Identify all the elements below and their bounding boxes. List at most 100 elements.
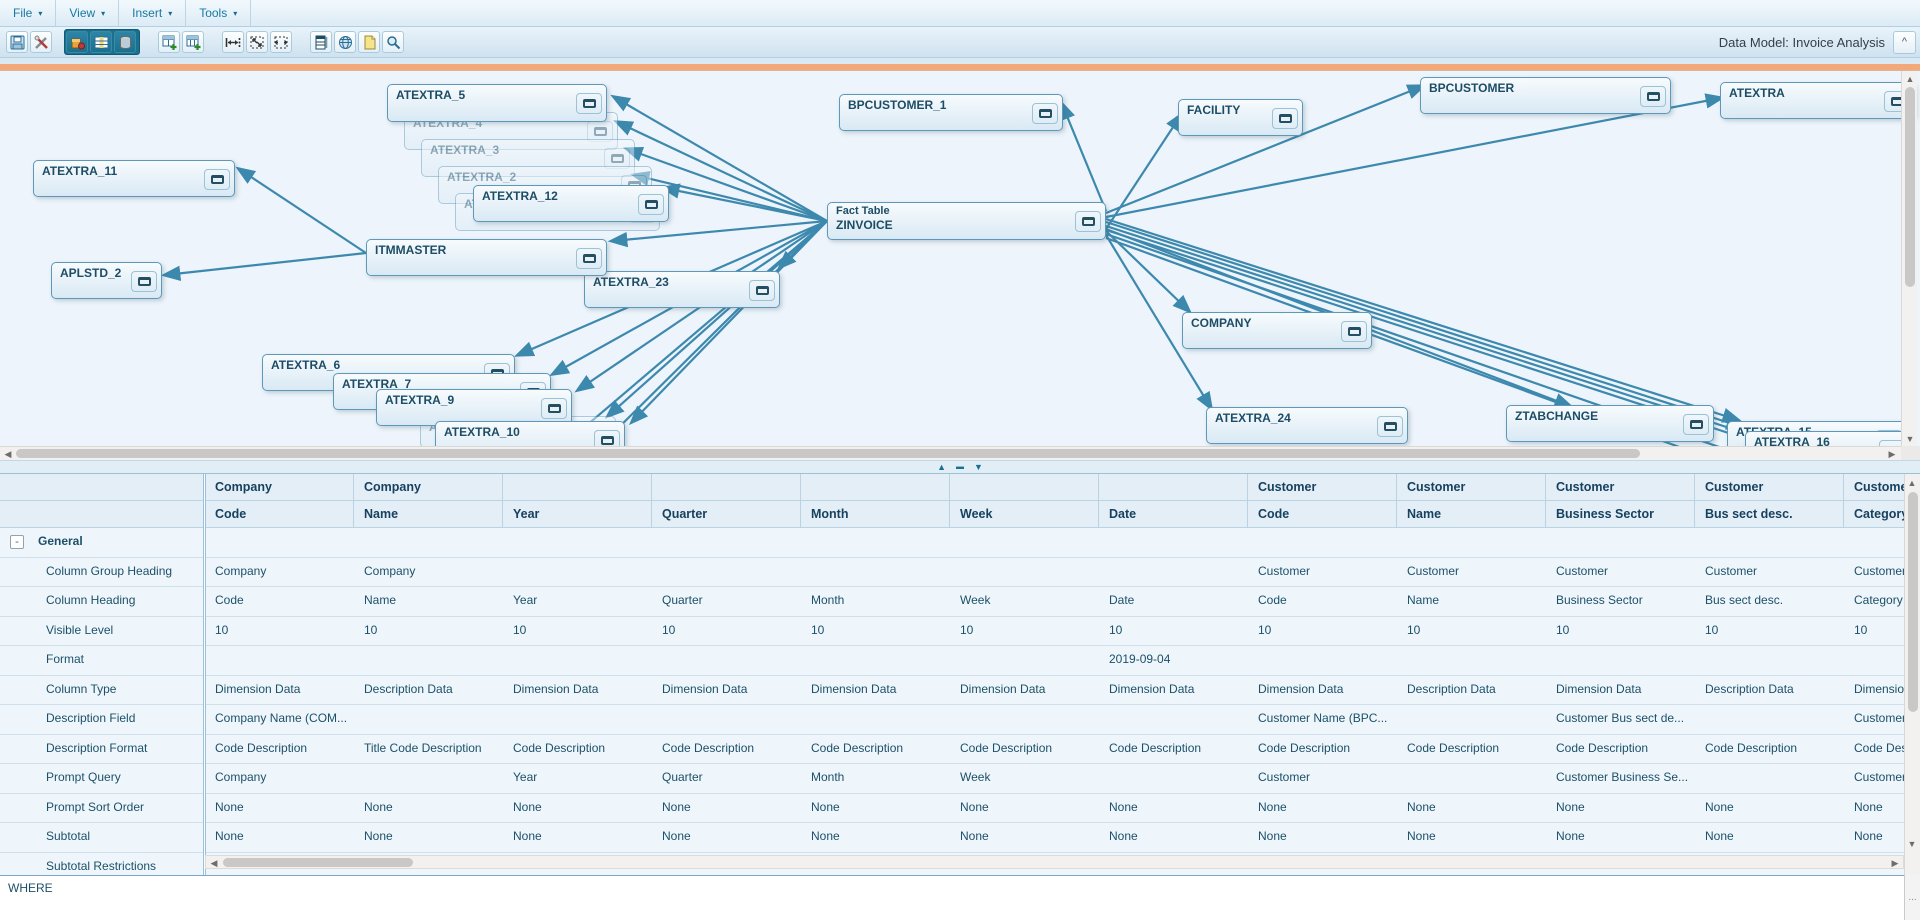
entity-minimize-button[interactable]: [594, 429, 620, 446]
pane-splitter[interactable]: ▲ ▬ ▼: [0, 460, 1920, 474]
grid-cell[interactable]: None: [960, 829, 989, 843]
grid-cell[interactable]: None: [1407, 829, 1436, 843]
grid-cell[interactable]: Dimension Data: [811, 681, 897, 696]
grid-cell[interactable]: None: [662, 829, 691, 843]
grid-cell[interactable]: 10: [1407, 622, 1421, 637]
grid-cell[interactable]: Customer: [1705, 563, 1758, 578]
tools-button[interactable]: [30, 31, 52, 53]
group-header-company[interactable]: Company: [205, 474, 354, 501]
entity-minimize-button[interactable]: [638, 193, 664, 215]
splitter-handle-icon[interactable]: ▬: [956, 462, 964, 471]
grid-cell[interactable]: Code: [215, 593, 244, 607]
grid-vscrollbar[interactable]: ▲ ▼: [1904, 474, 1920, 853]
collapse-expander-icon[interactable]: -: [10, 535, 24, 549]
grid-cell[interactable]: 10: [1258, 622, 1272, 637]
entity-atextra_9[interactable]: ATEXTRA_9: [376, 389, 572, 426]
grid-cell[interactable]: Category: [1854, 593, 1903, 607]
entity-atextra_11[interactable]: ATEXTRA_11: [33, 160, 235, 197]
globe-button[interactable]: [334, 31, 356, 53]
entity-atextra_12[interactable]: ATEXTRA_12: [473, 185, 669, 222]
column-header-quarter[interactable]: Quarter: [652, 501, 801, 528]
column-header-name[interactable]: Name: [1397, 501, 1546, 528]
grid-cell[interactable]: Code Description: [960, 740, 1053, 755]
grid-cell[interactable]: Code Description: [1109, 740, 1202, 755]
grid-cell[interactable]: Description Data: [1705, 681, 1794, 696]
grid-cell[interactable]: 10: [1705, 622, 1719, 637]
grid-cell[interactable]: None: [1109, 829, 1138, 843]
grid-cell[interactable]: None: [513, 799, 542, 814]
menu-view[interactable]: View▾: [56, 0, 120, 26]
grid-cell[interactable]: Dimension Data: [960, 681, 1046, 696]
menu-tools[interactable]: Tools▾: [186, 0, 252, 26]
group-header-company[interactable]: Company: [354, 474, 503, 501]
grid-cell[interactable]: Year: [513, 770, 538, 784]
scroll-left-icon[interactable]: ◀: [4, 449, 12, 459]
grid-cell[interactable]: 10: [513, 622, 527, 637]
group-header-customer[interactable]: Customer: [1546, 474, 1695, 501]
column-header-date[interactable]: Date: [1099, 501, 1248, 528]
insert-table-button[interactable]: [158, 31, 180, 53]
entity-atextra_10[interactable]: ATEXTRA_10: [435, 421, 625, 446]
grid-cell[interactable]: Month: [811, 770, 845, 784]
entity-aplstd_2[interactable]: APLSTD_2: [51, 262, 162, 299]
entity-minimize-button[interactable]: [1640, 85, 1666, 107]
entity-minimize-button[interactable]: [576, 247, 602, 269]
grid-cell[interactable]: Name: [364, 593, 397, 607]
entity-atextra_16[interactable]: ATEXTRA_16: [1745, 431, 1910, 446]
entity-itmmaster[interactable]: ITMMASTER: [366, 239, 607, 276]
splitter-collapse-up-icon[interactable]: ▲: [937, 462, 946, 472]
grid-cell[interactable]: Customer Name (BPC...: [1258, 711, 1388, 725]
grid-cell[interactable]: Dimension Data: [1556, 681, 1642, 696]
group-header-customer[interactable]: Customer: [1397, 474, 1546, 501]
grid-cell[interactable]: None: [215, 799, 244, 814]
grid-cell[interactable]: Dimension Data: [215, 681, 301, 696]
grid-cell[interactable]: Company: [215, 563, 267, 578]
entity-atextra_5[interactable]: ATEXTRA_5: [387, 84, 607, 122]
scroll-right-icon[interactable]: ▶: [1891, 858, 1899, 868]
grid-cell[interactable]: Business Sector: [1556, 593, 1643, 607]
grid-cell[interactable]: Customer: [1258, 563, 1311, 578]
column-header-code[interactable]: Code: [1248, 501, 1397, 528]
grid-hscroll-thumb[interactable]: [223, 858, 413, 867]
group-header-blank[interactable]: [1099, 474, 1248, 501]
save-button[interactable]: [6, 31, 28, 53]
grid-cell[interactable]: 10: [215, 622, 229, 637]
entity-minimize-button[interactable]: [1272, 107, 1298, 129]
entity-atextra_24[interactable]: ATEXTRA_24: [1206, 407, 1408, 444]
scroll-down-icon[interactable]: ▼: [1907, 839, 1917, 849]
grid-cell[interactable]: Code Description: [215, 740, 308, 755]
grid-cell[interactable]: Customer Bus sect de...: [1556, 711, 1685, 725]
column-header-year[interactable]: Year: [503, 501, 652, 528]
menu-file[interactable]: File▾: [0, 0, 57, 26]
menu-insert[interactable]: Insert▾: [119, 0, 187, 26]
grid-cell[interactable]: None: [1407, 799, 1436, 814]
entity-minimize-button[interactable]: [1683, 413, 1709, 435]
grid-cell[interactable]: Customer: [1258, 770, 1311, 784]
grid-cell[interactable]: Month: [811, 593, 845, 607]
where-panel[interactable]: WHERE: [0, 875, 1904, 920]
group-header-blank[interactable]: [503, 474, 652, 501]
grid-cell[interactable]: None: [215, 829, 244, 843]
grid-cell[interactable]: None: [513, 829, 542, 843]
grid-cell[interactable]: None: [811, 799, 840, 814]
grid-cell[interactable]: Customer: [1854, 711, 1904, 725]
grid-cell[interactable]: Date: [1109, 593, 1135, 607]
grid-cell[interactable]: None: [1556, 799, 1585, 814]
grid-cell[interactable]: Company: [364, 563, 416, 578]
grid-cell[interactable]: Dimension Data: [513, 681, 599, 696]
scroll-up-icon[interactable]: ▲: [1905, 74, 1915, 84]
grid-cell[interactable]: Code Description: [662, 740, 755, 755]
grid-cell[interactable]: 10: [1556, 622, 1570, 637]
grid-cell[interactable]: Company Name (COM...: [215, 711, 348, 725]
properties-button[interactable]: [310, 31, 332, 53]
grid-cell[interactable]: Customer: [1556, 563, 1609, 578]
entity-minimize-button[interactable]: [749, 279, 775, 301]
group-header-customer[interactable]: Customer: [1248, 474, 1397, 501]
resize-width-button[interactable]: [222, 31, 244, 53]
group-header-customer[interactable]: Customer: [1695, 474, 1844, 501]
grid-cell[interactable]: Name: [1407, 593, 1440, 607]
grid-vscroll-thumb[interactable]: [1908, 492, 1918, 712]
entity-minimize-button[interactable]: [1377, 415, 1403, 437]
scroll-left-icon[interactable]: ◀: [210, 858, 218, 868]
diagram-vscrollbar[interactable]: ▲ ▼: [1901, 71, 1917, 446]
